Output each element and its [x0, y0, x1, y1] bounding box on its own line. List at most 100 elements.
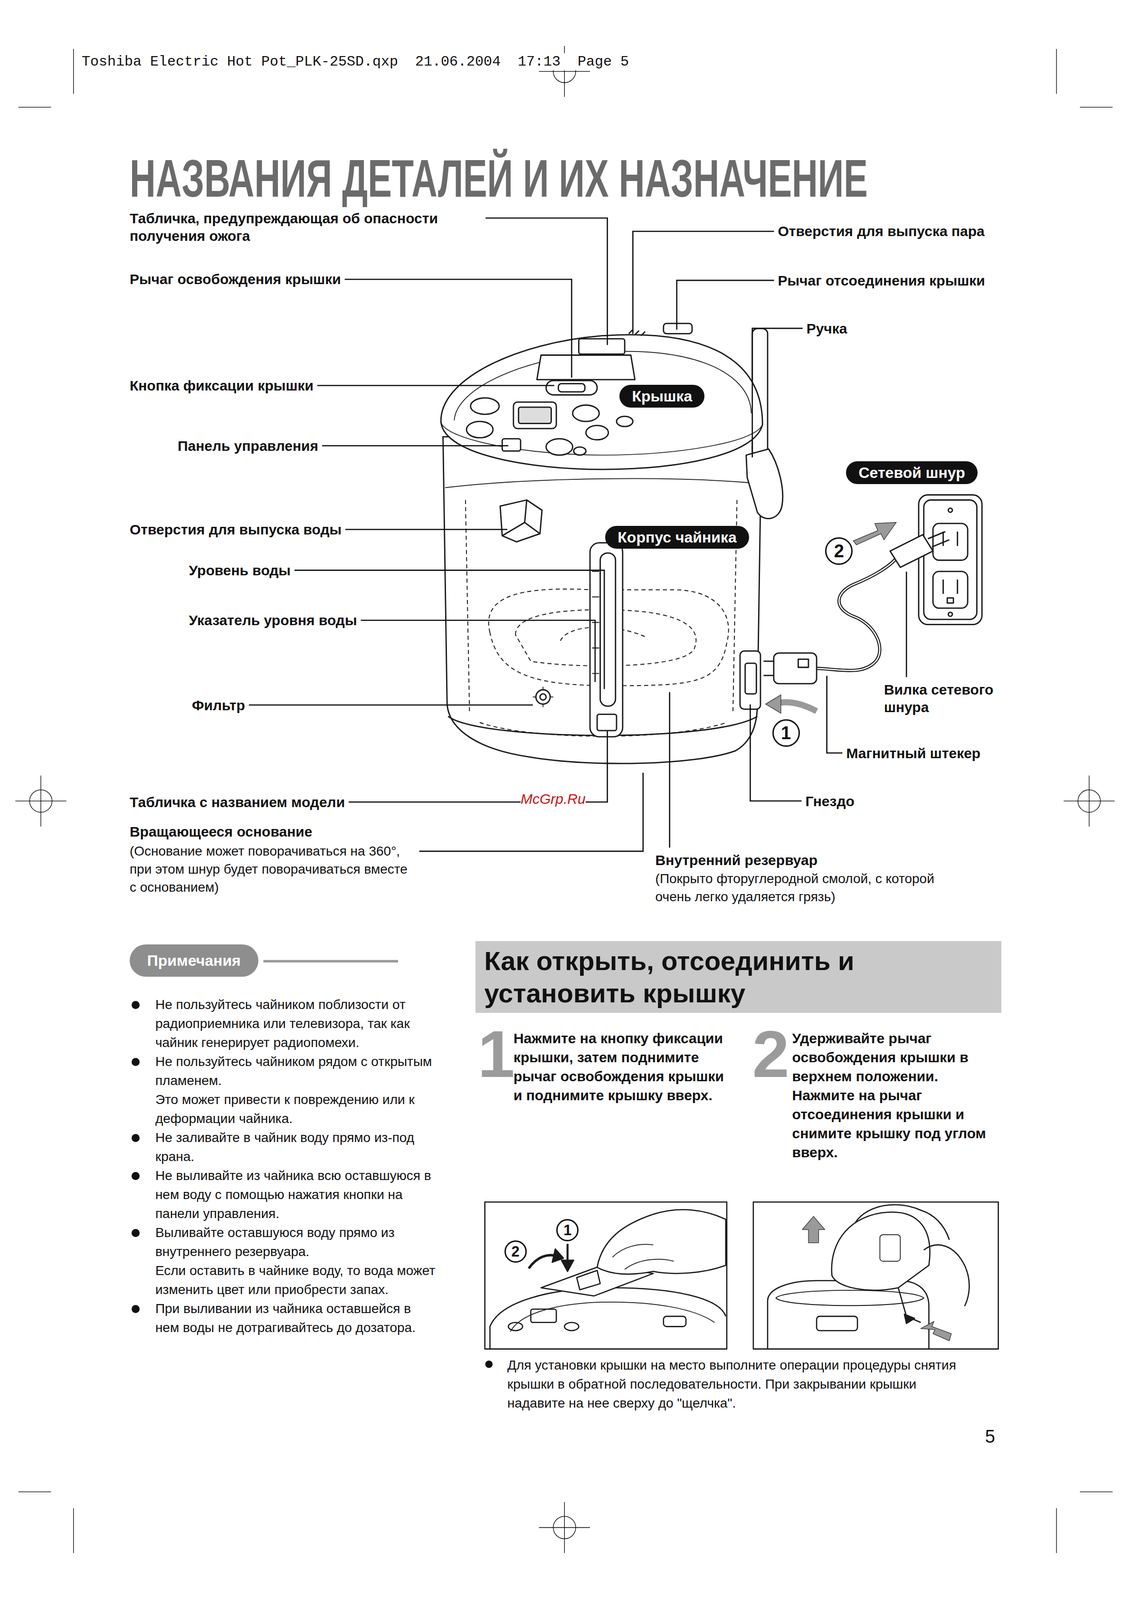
part-note: (Основание может поворачиваться на 360°,… — [129, 842, 416, 897]
hot-pot-drawing — [465, 500, 470, 715]
step-picture — [816, 1316, 858, 1331]
file-slug: Toshiba Electric Hot Pot_PLK-25SD.qxp 21… — [81, 53, 629, 71]
part-note: (Покрыто фторуглеродной смолой, с которо… — [655, 869, 952, 906]
node-text: Крышка — [631, 387, 693, 405]
hot-pot-drawing — [628, 329, 646, 336]
leader-line — [826, 675, 843, 753]
part-label: Табличка, предупреждающая об опасности п… — [129, 209, 482, 245]
hot-pot-drawing — [616, 416, 633, 427]
power-cord-drawing — [763, 661, 774, 676]
power-cord-drawing — [816, 558, 897, 671]
hot-pot-drawing — [443, 436, 762, 764]
node-text: 1 — [780, 723, 791, 742]
crop-mark — [1080, 1491, 1113, 1493]
power-cord-drawing — [947, 598, 954, 604]
hot-pot-drawing — [746, 448, 783, 519]
hot-pot-drawing — [546, 438, 573, 456]
hot-pot-drawing — [470, 398, 500, 415]
hot-pot-drawing — [536, 354, 635, 380]
step-picture — [552, 1248, 564, 1263]
part-label: Панель управления — [177, 437, 319, 455]
note-text: При выливании из чайника оставшейся в не… — [129, 1299, 437, 1338]
hot-pot-drawing — [663, 323, 693, 334]
step-picture — [923, 1245, 970, 1307]
crop-mark — [18, 106, 52, 108]
leader-line — [322, 445, 509, 447]
leader-line — [344, 279, 572, 378]
registration-mark — [539, 1527, 590, 1528]
crop-mark — [18, 1491, 52, 1493]
leader-line — [419, 772, 644, 852]
node-text: 2 — [834, 541, 845, 561]
power-cord-drawing — [932, 571, 968, 609]
hot-pot-drawing — [513, 401, 557, 429]
step-picture — [484, 1201, 727, 1349]
leader-line — [248, 704, 533, 706]
power-cord-drawing — [948, 612, 953, 617]
registration-mark — [539, 71, 590, 72]
hot-pot-drawing — [440, 323, 783, 764]
part-label: Вилка сетевого шнура — [883, 680, 1027, 716]
step-picture — [831, 1211, 931, 1290]
hot-pot-drawing — [500, 500, 542, 542]
hot-pot-drawing — [518, 407, 552, 424]
step-picture — [510, 1302, 715, 1332]
part-label: Уровень воды — [189, 561, 291, 580]
note-text: Выливайте оставшуюся воду прямо из внутр… — [129, 1223, 437, 1262]
leader-line — [485, 218, 608, 345]
page-number: 5 — [985, 1426, 996, 1447]
step-picture — [484, 1201, 999, 1349]
callout-number: 2 — [825, 537, 853, 565]
callout-number: 1 — [772, 719, 800, 747]
hot-pot-drawing — [540, 693, 547, 701]
part-label: Фильтр — [191, 696, 246, 714]
note-text: Не выливайте из чайника всю оставшуюся в… — [129, 1166, 437, 1224]
leader-line — [632, 231, 774, 334]
power-cord-drawing — [798, 659, 808, 668]
direction-arrow — [765, 694, 781, 714]
power-cord-drawing — [943, 579, 958, 594]
note-text: Не пользуйтесь чайником рядом с открытым… — [129, 1052, 437, 1091]
leader-line — [317, 384, 555, 387]
note-text: Для установки крышки на место выполните … — [507, 1355, 978, 1413]
note-text: Не пользуйтесь чайником поблизости от ра… — [129, 995, 437, 1053]
crop-mark — [18, 48, 1113, 1553]
step-picture — [508, 1322, 523, 1331]
step-text: Удерживайте рычаг освобождения крышки в … — [792, 1028, 1005, 1162]
hot-pot-drawing — [600, 552, 616, 706]
step-number: 1 — [477, 1020, 515, 1088]
hot-pot-drawing — [558, 383, 585, 392]
hot-pot-drawing — [745, 663, 757, 694]
hot-pot-drawing — [572, 405, 600, 422]
direction-arrow — [777, 702, 817, 712]
hot-pot-drawing — [546, 380, 598, 395]
power-cord-drawing — [948, 508, 953, 513]
part-label: Кнопка фиксации крышки — [129, 376, 314, 395]
note-text: Если оставить в чайнике воду, то вода мо… — [129, 1261, 437, 1300]
crop-mark — [73, 48, 74, 95]
leader-line — [752, 328, 803, 458]
part-label: Вращающееся основание — [129, 822, 313, 841]
direction-arrow — [765, 522, 897, 714]
power-cord-drawing — [932, 523, 968, 561]
part-label: Рычаг освобождения крышки — [129, 270, 342, 288]
notes-column: Не пользуйтесь чайником поблизости от ра… — [129, 995, 437, 1338]
step-picture — [802, 1216, 825, 1243]
hot-pot-drawing — [466, 421, 494, 438]
part-label: Магнитный штекер — [845, 744, 981, 762]
step-number: 2 — [752, 1020, 790, 1088]
node-text: Как открыть, отсоединить и установить кр… — [484, 944, 993, 1009]
part-label: Отверстия для выпуска пара — [777, 222, 985, 240]
section-tag: Сетевой шнур — [845, 461, 978, 485]
hot-pot-drawing — [585, 425, 609, 440]
leader-line — [345, 528, 508, 531]
hot-pot-drawing — [740, 650, 761, 709]
crop-mark — [1055, 1508, 1057, 1554]
node-text: Корпус чайника — [617, 528, 737, 546]
hot-pot-drawing — [535, 689, 551, 704]
power-cord-drawing — [816, 558, 897, 671]
leader-line — [294, 570, 605, 689]
bullet-dot — [485, 1360, 493, 1368]
hot-pot-drawing — [502, 438, 521, 452]
crop-mark — [73, 1508, 74, 1554]
